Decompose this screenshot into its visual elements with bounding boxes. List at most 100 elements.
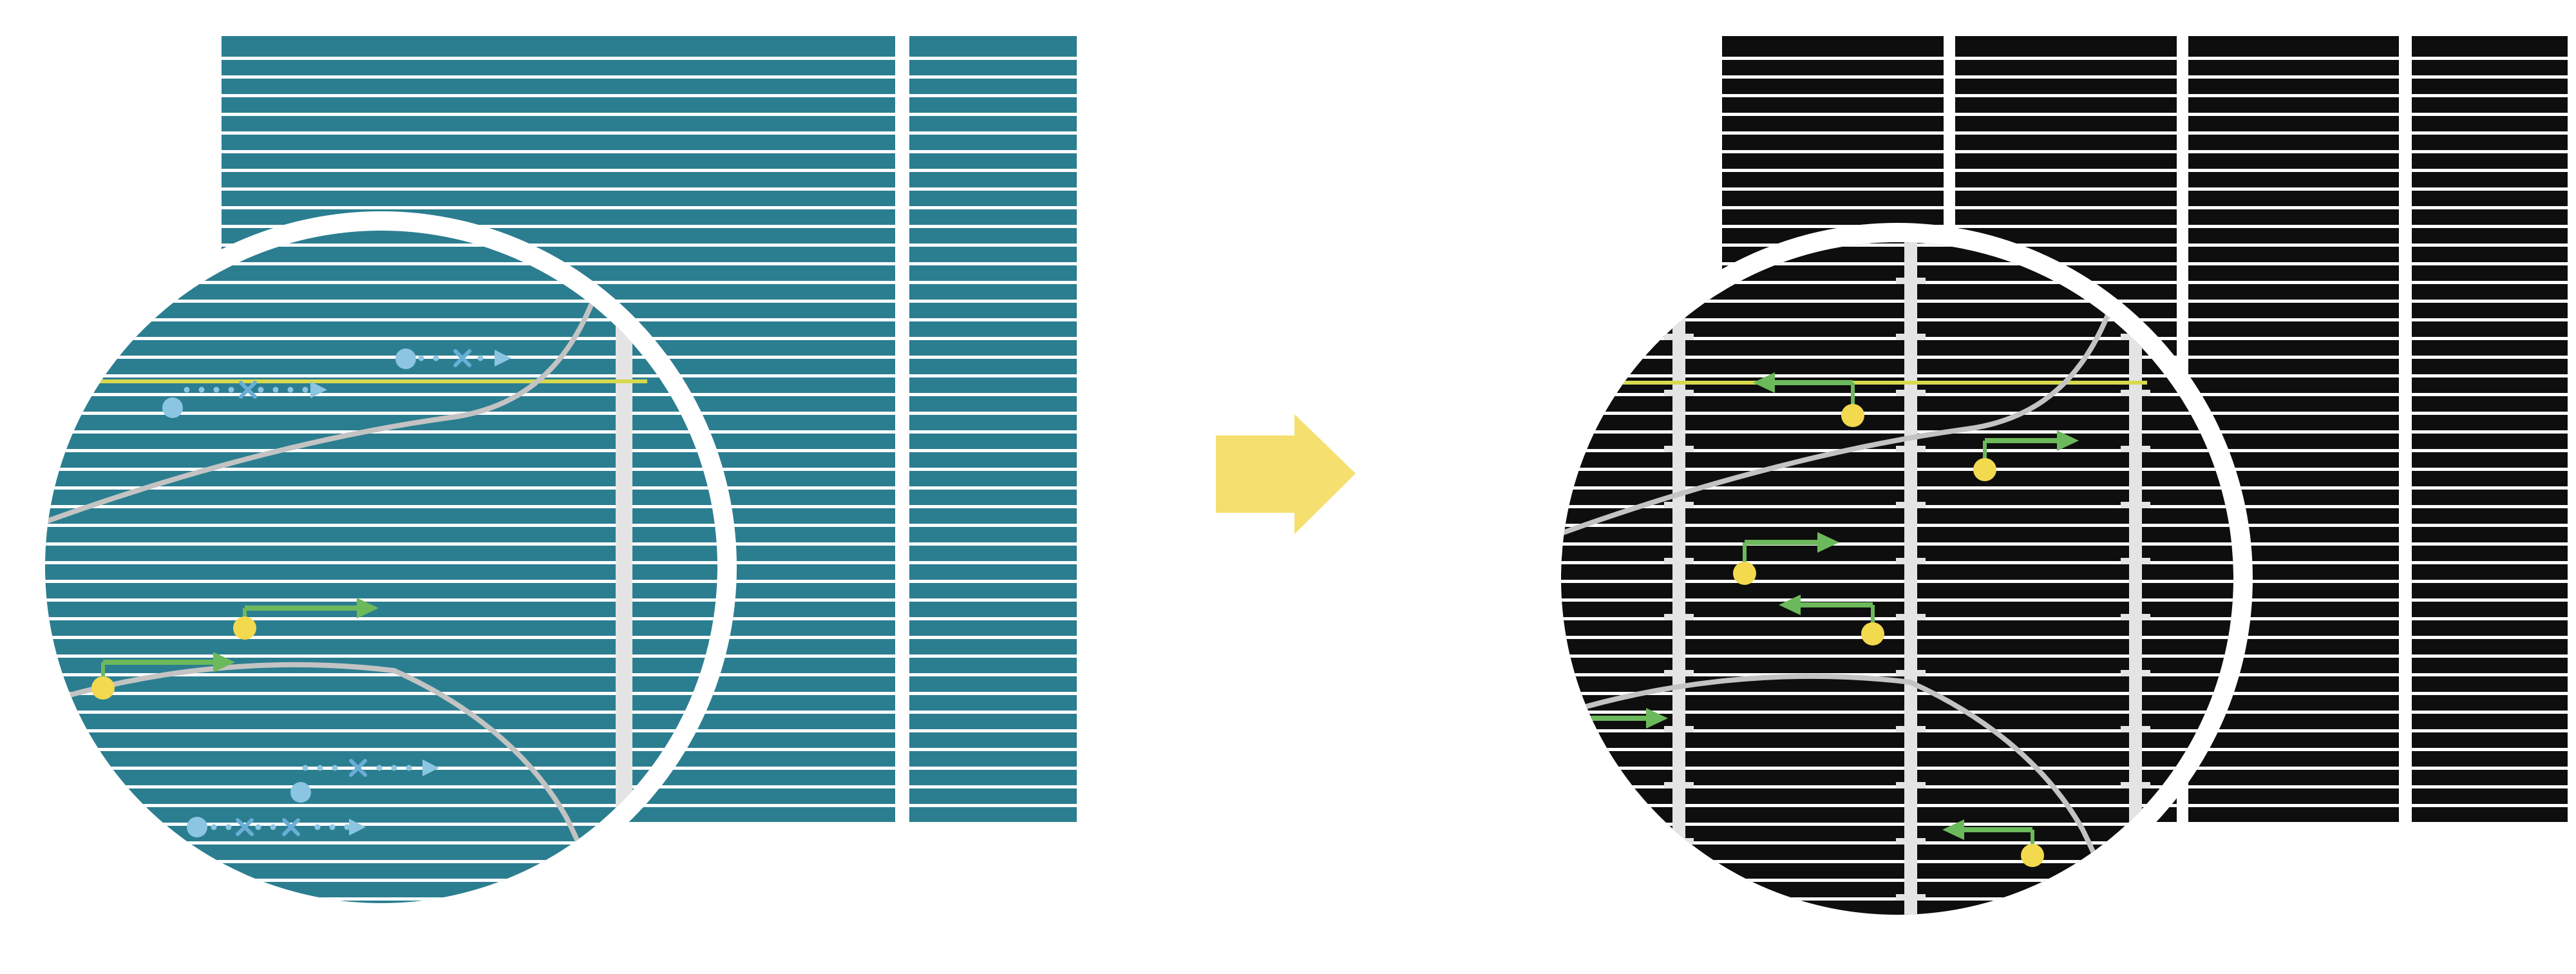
hole-dot <box>1861 622 1884 645</box>
finger-line <box>2412 468 2568 471</box>
busbar-tick <box>2121 726 2150 732</box>
finger-line <box>909 561 1077 564</box>
finger-line <box>2188 356 2399 359</box>
finger-line <box>2188 711 2399 714</box>
finger-line <box>222 169 895 172</box>
trajectory-arrowhead <box>310 381 327 398</box>
finger-line <box>2188 449 2399 452</box>
left-magnifier <box>26 211 737 922</box>
finger-line <box>909 187 1077 191</box>
finger-line <box>909 636 1077 639</box>
finger-line <box>45 598 717 602</box>
finger-line <box>2412 561 2568 564</box>
finger-line <box>222 94 895 97</box>
scatter-cross <box>236 818 254 836</box>
trajectory-dot <box>344 824 350 830</box>
finger-line <box>909 244 1077 247</box>
finger-line <box>222 150 895 153</box>
finger-line <box>1561 430 2233 434</box>
finger-line <box>909 748 1077 751</box>
finger-line <box>1722 225 1944 228</box>
finger-line <box>909 486 1077 490</box>
magnifier-bg <box>45 231 717 903</box>
trajectory-dot <box>332 765 338 771</box>
finger-line <box>2412 206 2568 209</box>
finger-line <box>2412 636 2568 639</box>
finger-line <box>2412 542 2568 546</box>
finger-line <box>2188 94 2399 97</box>
finger-line <box>1722 206 1944 209</box>
finger-line <box>2412 318 2568 321</box>
finger-line <box>2412 617 2568 620</box>
finger-line <box>1561 767 2233 770</box>
busbar-tick <box>1664 334 1694 340</box>
hole-dot <box>233 616 256 640</box>
finger-line <box>909 711 1077 714</box>
finger-line <box>2188 748 2399 751</box>
busbar-tick <box>1664 670 1694 676</box>
finger-line <box>45 785 717 788</box>
finger-line <box>1722 131 1944 135</box>
finger-line <box>2188 785 2399 788</box>
electron-marker <box>290 759 439 803</box>
finger-line <box>1561 542 2233 546</box>
electron-dot <box>162 397 183 418</box>
finger-line <box>2188 636 2399 639</box>
trajectory-dot <box>225 824 232 830</box>
busbar-tick <box>1896 894 1926 901</box>
finger-line <box>2188 393 2399 396</box>
busbar-tick <box>1896 614 1926 620</box>
finger-line <box>2412 75 2568 79</box>
hole-arrowhead <box>1779 595 1801 615</box>
electron-marker <box>395 349 511 369</box>
finger-line <box>2188 598 2399 602</box>
finger-line <box>909 318 1077 321</box>
finger-line <box>1561 748 2233 751</box>
finger-line <box>45 729 717 732</box>
trajectory-dot <box>302 765 308 771</box>
finger-line <box>1722 113 1944 116</box>
busbar-tick <box>1896 558 1926 564</box>
finger-line <box>1955 57 2177 60</box>
finger-line <box>222 131 895 135</box>
finger-line <box>2188 169 2399 172</box>
finger-line <box>2412 94 2568 97</box>
finger-line <box>2412 430 2568 434</box>
finger-line <box>45 561 717 564</box>
finger-line <box>1561 244 2233 247</box>
trajectory-arrowhead <box>422 759 439 776</box>
right-magnifier <box>1542 223 2253 934</box>
finger-line <box>2412 356 2568 359</box>
trajectory-dot <box>433 355 439 361</box>
finger-line <box>909 206 1077 209</box>
finger-line <box>2188 225 2399 228</box>
right-arrow-shape <box>1216 414 1356 534</box>
finger-line <box>2412 113 2568 116</box>
hole-dot <box>1841 404 1864 427</box>
finger-line <box>909 75 1077 79</box>
hole-arrowhead <box>213 652 235 673</box>
electron-dot <box>395 349 416 369</box>
busbar-tick <box>1664 278 1694 284</box>
finger-line <box>2412 673 2568 676</box>
trajectory-dot <box>314 824 321 830</box>
hole-arrowhead <box>357 598 379 618</box>
trajectory-dot <box>184 387 190 393</box>
finger-line <box>2412 225 2568 228</box>
hole-arrowhead <box>1817 532 1839 553</box>
finger-line <box>2188 729 2399 732</box>
finger-line <box>1561 692 2233 695</box>
finger-line <box>909 393 1077 396</box>
finger-line <box>1561 580 2233 583</box>
finger-line <box>1561 524 2233 527</box>
finger-line <box>222 225 895 228</box>
finger-line <box>2188 262 2399 265</box>
finger-line <box>45 879 717 882</box>
finger-line <box>2188 542 2399 546</box>
finger-line <box>909 580 1077 583</box>
busbar-tick <box>2121 614 2150 620</box>
finger-line <box>2412 131 2568 135</box>
finger-line <box>1561 804 2233 807</box>
finger-line <box>45 430 717 434</box>
busbar-tick <box>1664 446 1694 452</box>
